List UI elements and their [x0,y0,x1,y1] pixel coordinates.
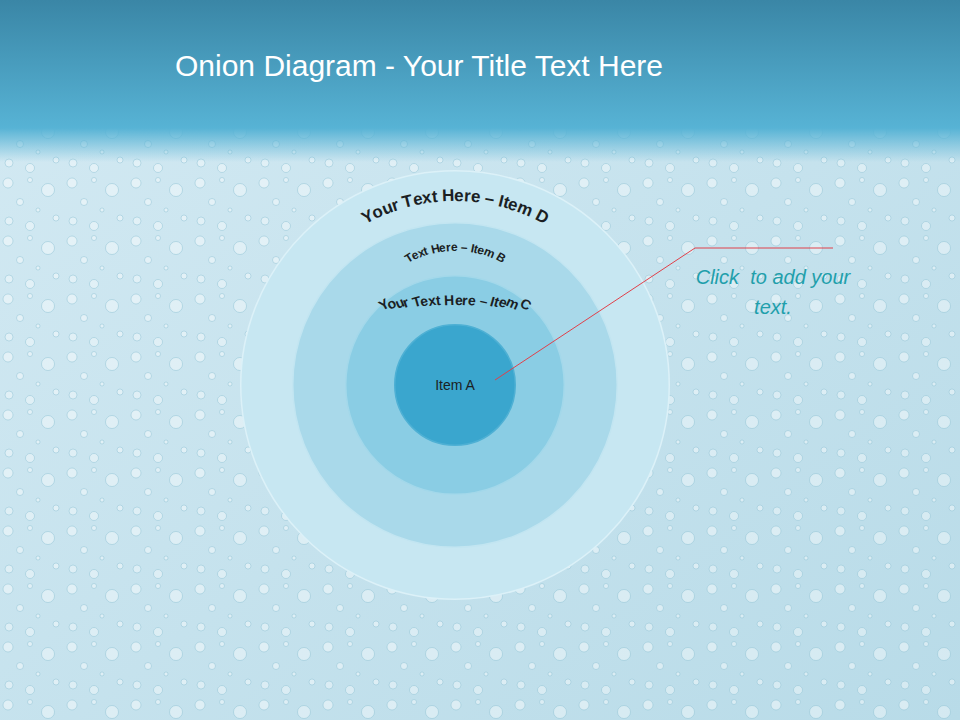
ring-shape [395,325,516,446]
ring-glyph: r [445,240,451,255]
onion-ring: Your Text Here – Item CText Here – Item … [292,222,618,548]
ring-glyph: e [469,186,481,207]
ring-glyph: e [454,186,464,207]
ring-label: Text Here – Item B [345,292,565,306]
ring-glyph: e [454,292,462,309]
ring-glyph: – [460,240,468,255]
item-label: Item A [435,377,475,393]
callout-note: Click to add your text. [693,262,853,322]
ring-glyph: e [451,240,458,254]
slide-title: Onion Diagram - Your Title Text Here [175,48,663,84]
onion-ring: Your Text Here – Item D Your Text Here – … [240,170,670,600]
core-circle: Item A [394,324,516,446]
ring-label: Your Text Here – Item D [240,186,670,206]
ring-glyph: t [431,187,439,208]
ring-shape [346,276,565,495]
onion-ring: Text Here – Item B Item A [345,275,565,495]
ring-shape [293,223,618,548]
ring-shape [241,171,670,600]
ring-glyph: H [444,291,455,308]
ring-glyph: H [442,186,455,207]
